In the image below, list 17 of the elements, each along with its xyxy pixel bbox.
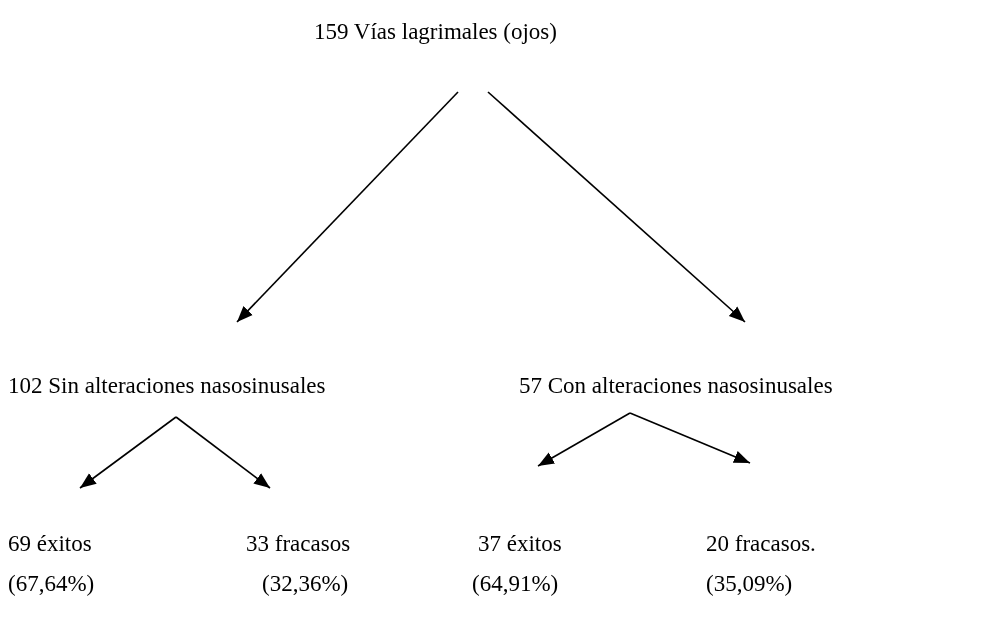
root-label: 159 Vías lagrimales (ojos) [314,18,557,46]
arrow [79,416,177,489]
percentage-label: (32,36%) [261,570,350,598]
percentage-label: (35,09%) [706,570,794,598]
arrow [236,91,459,323]
outcome-label: 69 éxitos [8,530,93,558]
outcome-label: 37 éxitos [478,530,562,558]
arrow [629,412,751,464]
percentage-label: (64,91%) [472,570,560,598]
group-label: 102 Sin alteraciones nasosinusales [8,372,326,400]
outcome-label: 20 fracasos. [706,530,816,558]
group-label: 57 Con alteraciones nasosinusales [519,372,833,400]
arrow [537,412,631,467]
arrow [175,416,271,489]
outcome-label: 33 fracasos [246,530,351,558]
percentage-label: (67,64%) [8,570,95,598]
arrow [487,91,746,323]
